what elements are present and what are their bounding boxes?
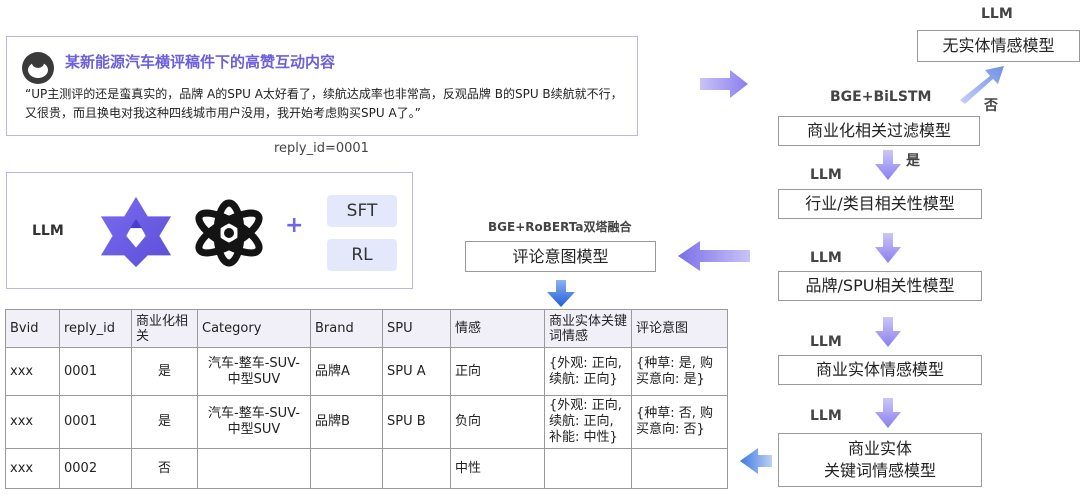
llm-label-entity: LLM (810, 334, 842, 350)
model-card: LLM + SFT RL (6, 172, 413, 289)
qwen-logo-icon (100, 196, 172, 268)
table-cell: 品牌A (310, 347, 383, 396)
table-header-cell: Brand (310, 309, 383, 348)
commercial-filter-model: 商业化相关过滤模型 (778, 116, 980, 146)
sft-pill: SFT (327, 195, 397, 227)
atom-logo-icon (195, 199, 263, 267)
table-cell (544, 448, 632, 489)
table-cell: 负向 (450, 395, 545, 449)
arrow-left-to-table (740, 448, 772, 474)
comment-text: “UP主测评的还是蛮真实的，品牌 A的SPU A太好看了，续航达成率也非常高，反… (25, 87, 623, 120)
llm-label-top: LLM (981, 6, 1013, 22)
table-cell: SPU A (382, 347, 451, 396)
table-cell: 是 (131, 395, 198, 449)
table-cell: 否 (131, 448, 198, 489)
arrow-down-to-table (547, 280, 575, 307)
arrow-down-1 (875, 150, 901, 180)
llm-label-industry: LLM (810, 167, 842, 183)
comment-title: 某新能源汽车横评稿件下的高赞互动内容 (65, 53, 336, 71)
yes-label: 是 (906, 153, 920, 169)
table-cell (197, 448, 311, 489)
user-avatar-icon (22, 52, 54, 84)
table-cell: 0001 (59, 395, 132, 449)
plus-sign: + (285, 213, 304, 238)
table-header-cell: Category (197, 309, 311, 348)
table-row: xxx 0001 是 汽车-整车-SUV-中型SUV 品牌B SPU B 负向 … (5, 395, 728, 449)
table-row: xxx 0001 是 汽车-整车-SUV-中型SUV 品牌A SPU A 正向 … (5, 347, 728, 396)
arrow-left-to-intent (678, 241, 750, 271)
table-row: xxx 0002 否 中性 (5, 448, 728, 489)
table-cell (310, 448, 383, 489)
rl-pill: RL (327, 239, 397, 271)
table-header-cell: reply_id (59, 309, 132, 348)
arrow-right-to-filter (700, 70, 748, 98)
table-header-cell: 商业化相关 (131, 309, 198, 348)
no-label: 否 (984, 98, 998, 114)
table-cell: xxx (5, 395, 60, 449)
result-table: Bvid reply_id 商业化相关 Category Brand SPU 情… (5, 309, 728, 489)
table-cell: 品牌B (310, 395, 383, 449)
table-header-row: Bvid reply_id 商业化相关 Category Brand SPU 情… (5, 309, 728, 348)
table-cell: {外观: 正向, 续航: 正向, 补能: 中性} (544, 395, 632, 449)
arrow-down-3 (875, 317, 901, 347)
keyword-model-line1: 商业实体 (847, 439, 912, 458)
table-header-cell: 情感 (450, 309, 545, 348)
table-cell: 汽车-整车-SUV-中型SUV (197, 347, 311, 396)
keyword-model-line2: 关键词情感模型 (823, 461, 936, 480)
llm-label: LLM (32, 223, 64, 239)
bge-roberta-label: BGE+RoBERTa双塔融合 (488, 220, 632, 234)
table-cell: 正向 (450, 347, 545, 396)
table-header-cell: 商业实体关键词情感 (544, 309, 632, 348)
table-cell: 0001 (59, 347, 132, 396)
table-cell: xxx (5, 347, 60, 396)
bge-bilstm-label: BGE+BiLSTM (830, 89, 932, 105)
arrow-down-2 (875, 233, 901, 263)
comment-intent-model: 评论意图模型 (465, 241, 656, 272)
table-cell: {种草: 否, 购买意向: 否} (631, 395, 728, 449)
table-header-cell: 评论意图 (631, 309, 728, 348)
table-cell: xxx (5, 448, 60, 489)
arrow-down-4 (875, 398, 901, 428)
table-cell: {种草: 是, 购买意向: 是} (631, 347, 728, 396)
table-header-cell: Bvid (5, 309, 60, 348)
industry-category-model: 行业/类目相关性模型 (778, 189, 982, 219)
entity-sentiment-model: 商业实体情感模型 (778, 355, 982, 385)
llm-label-brand: LLM (810, 250, 842, 266)
table-cell (631, 448, 728, 489)
brand-spu-model: 品牌/SPU相关性模型 (778, 271, 982, 301)
table-cell: SPU B (382, 395, 451, 449)
table-cell: 0002 (59, 448, 132, 489)
table-header-cell: SPU (382, 309, 451, 348)
table-cell: {外观: 正向, 续航: 正向} (544, 347, 632, 396)
table-cell: 汽车-整车-SUV-中型SUV (197, 395, 311, 449)
llm-label-keyword: LLM (810, 408, 842, 424)
reply-id-label: reply_id=0001 (274, 141, 369, 156)
table-cell: 是 (131, 347, 198, 396)
comment-card: 某新能源汽车横评稿件下的高赞互动内容 “UP主测评的还是蛮真实的，品牌 A的SP… (6, 36, 638, 136)
no-entity-sentiment-model: 无实体情感模型 (917, 30, 1080, 62)
table-cell (382, 448, 451, 489)
keyword-sentiment-model: 商业实体 关键词情感模型 (778, 433, 982, 487)
table-cell: 中性 (450, 448, 545, 489)
